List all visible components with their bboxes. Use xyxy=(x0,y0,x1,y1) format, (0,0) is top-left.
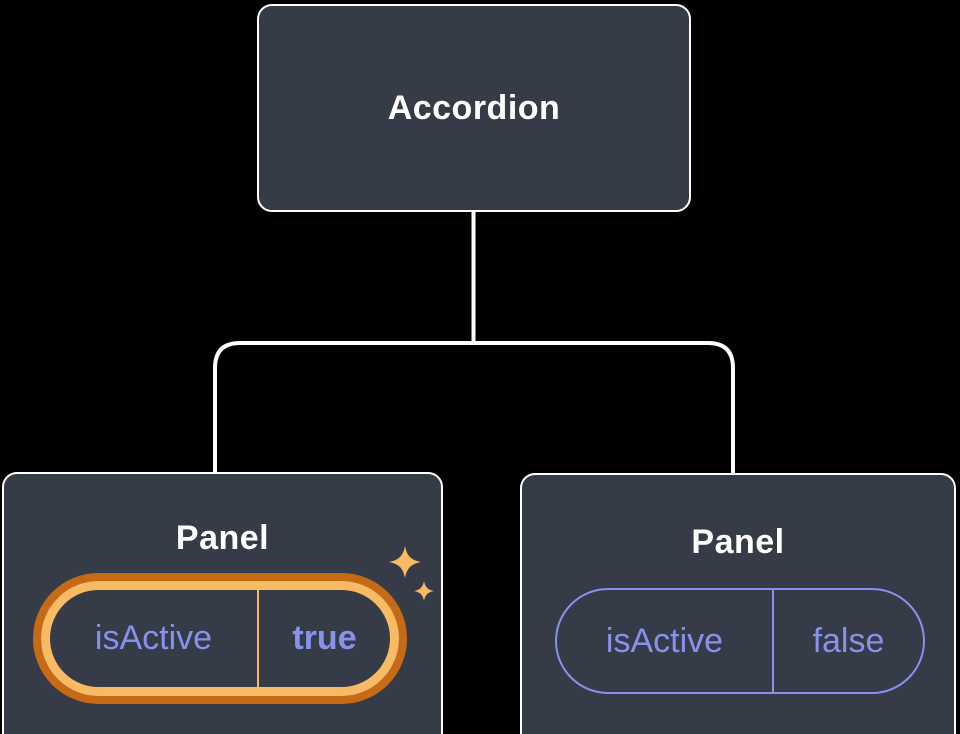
prop-pill-active-inner: isActive true xyxy=(41,581,399,696)
panel-title: Panel xyxy=(691,523,785,561)
panel-title: Panel xyxy=(175,519,270,557)
connector-branch-line xyxy=(213,341,735,473)
prop-value-label: true xyxy=(292,619,357,657)
accordion-node-label: Accordion xyxy=(387,88,561,127)
panel-node-active: Panel isActive true xyxy=(2,472,443,734)
prop-divider xyxy=(257,590,259,687)
panel-node-inactive: Panel isActive false xyxy=(520,473,956,734)
prop-name-label: isActive xyxy=(605,621,724,660)
prop-pill-active: isActive true xyxy=(33,573,407,704)
prop-divider xyxy=(772,590,774,692)
prop-pill-inactive: isActive false xyxy=(555,588,925,694)
accordion-node: Accordion xyxy=(257,4,691,212)
prop-value-label: false xyxy=(812,621,885,660)
prop-name-label: isActive xyxy=(94,619,213,657)
